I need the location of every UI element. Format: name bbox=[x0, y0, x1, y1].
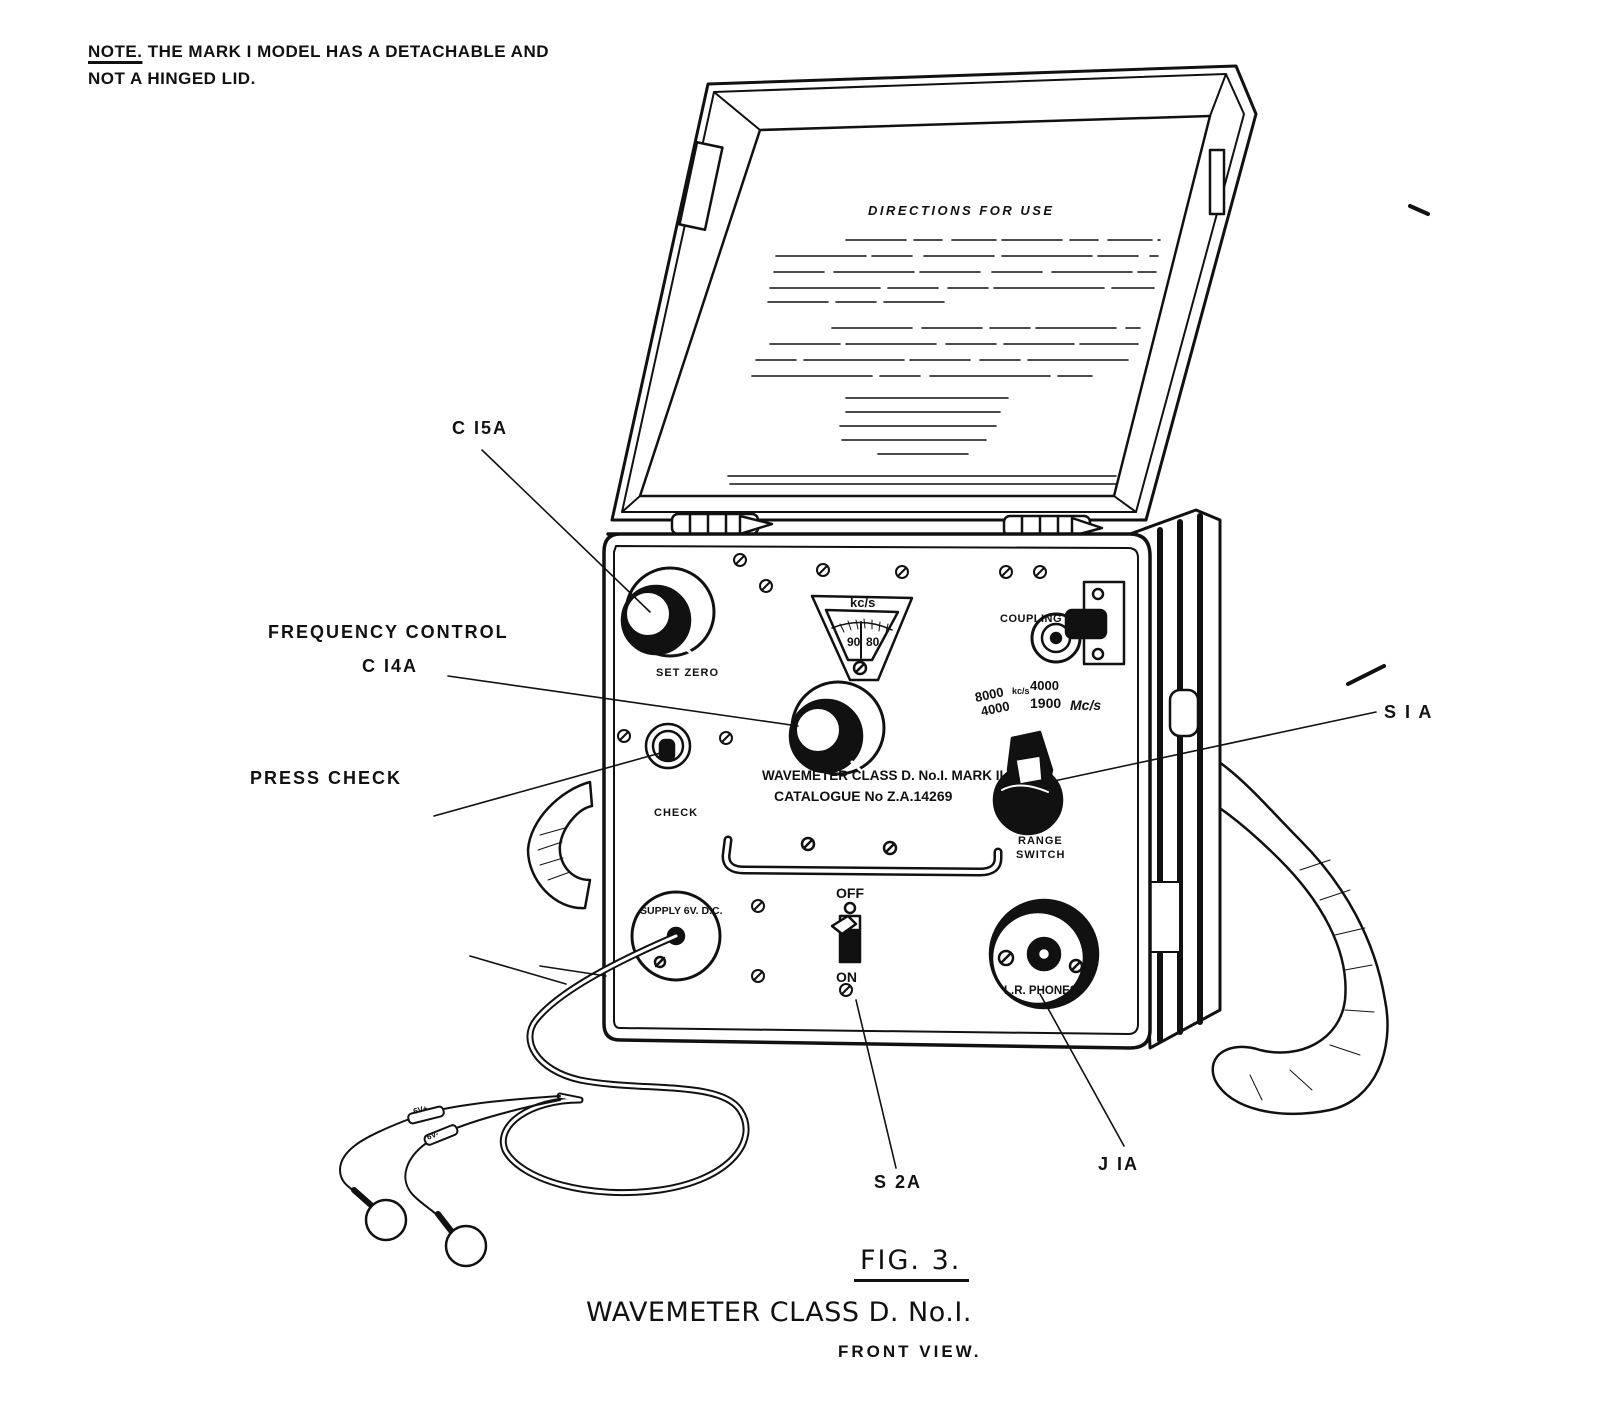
strap-right-hatching bbox=[1249, 859, 1375, 1101]
range-b-low: 1900 bbox=[1030, 695, 1061, 711]
hinge-right bbox=[1002, 514, 1104, 538]
figure-subtitle: FRONT VIEW. bbox=[838, 1342, 982, 1361]
dial-window bbox=[824, 608, 900, 662]
dial-scale-80: 80 bbox=[866, 635, 880, 649]
range-b-unit: Mc/s bbox=[1070, 697, 1101, 713]
range-b-high: 4000 bbox=[1030, 678, 1059, 693]
strap-left-hatching bbox=[537, 827, 571, 881]
spade-terminal-negative bbox=[435, 1211, 488, 1268]
on-label: ON bbox=[836, 969, 857, 985]
frequency-control-knob[interactable] bbox=[788, 680, 886, 776]
coupling-socket[interactable] bbox=[1030, 608, 1108, 664]
phones-label: L.R. PHONES bbox=[1004, 985, 1078, 997]
lid-catch bbox=[678, 140, 724, 232]
on-off-switch[interactable] bbox=[830, 901, 862, 964]
dial-unit-label: kc/s bbox=[850, 595, 875, 610]
instrument-name-line-2: CATALOGUE No Z.A.14269 bbox=[774, 788, 953, 804]
panel-screws bbox=[617, 553, 1047, 997]
callout-press-check: PRESS CHECK bbox=[250, 768, 403, 788]
callout-s1a: S I A bbox=[1384, 702, 1434, 722]
callout-c14a: C I4A bbox=[362, 656, 419, 676]
specks bbox=[1346, 204, 1430, 686]
off-label: OFF bbox=[836, 885, 864, 901]
figure-number: FIG. 3. bbox=[853, 1245, 970, 1282]
plug-positive-label: 6V+ bbox=[412, 1104, 429, 1116]
figure-title: WAVEMETER CLASS D. No.I. bbox=[586, 1297, 972, 1328]
cable-leads bbox=[339, 1095, 561, 1223]
front-panel bbox=[613, 545, 1139, 1035]
range-a-high: 8000 bbox=[974, 684, 1005, 705]
side-ring bbox=[1168, 688, 1200, 738]
dial-scale-90: 90 bbox=[847, 635, 861, 649]
directions-text-lines bbox=[727, 239, 1161, 485]
set-zero-knob[interactable] bbox=[620, 566, 716, 658]
check-label: CHECK bbox=[654, 807, 698, 819]
set-zero-label: SET ZERO bbox=[656, 667, 719, 679]
note-prefix: NOTE. bbox=[88, 42, 143, 61]
lid-outer bbox=[610, 64, 1258, 522]
phones-jack[interactable] bbox=[988, 898, 1100, 1010]
leader-lines bbox=[433, 449, 1377, 1169]
press-check-button[interactable] bbox=[644, 722, 692, 770]
spade-terminal-positive bbox=[351, 1187, 408, 1242]
strap-left bbox=[526, 780, 594, 910]
callout-c15a: C I5A bbox=[452, 418, 509, 438]
callout-s2a: S 2A bbox=[874, 1172, 923, 1192]
ground-line bbox=[539, 965, 607, 977]
lid-rim bbox=[621, 73, 1245, 513]
range-a-unit: kc/s bbox=[1012, 686, 1030, 696]
lid-side-catch bbox=[1208, 148, 1226, 216]
plug-negative-label: 6V- bbox=[425, 1129, 440, 1142]
dial-scale-ticks bbox=[839, 618, 889, 634]
side-clip bbox=[1149, 881, 1181, 953]
callout-frequency-control: FREQUENCY CONTROL bbox=[268, 622, 509, 642]
coupling-label: COUPLING bbox=[1000, 613, 1062, 625]
directions-title: DIRECTIONS FOR USE bbox=[868, 203, 1055, 218]
hinge-left bbox=[670, 512, 774, 536]
instrument-name-line-1: WAVEMETER CLASS D. No.I. MARK II bbox=[762, 768, 1003, 783]
range-switch-label-1: RANGE bbox=[1018, 835, 1063, 847]
note-text: NOTE. THE MARK I MODEL HAS A DETACHABLE … bbox=[88, 38, 549, 92]
range-a-low: 4000 bbox=[980, 698, 1011, 719]
note-line-1: THE MARK I MODEL HAS A DETACHABLE AND bbox=[147, 42, 549, 61]
callout-j1a: J IA bbox=[1098, 1154, 1140, 1174]
supply-label: SUPPLY 6V. D.C. bbox=[640, 905, 723, 917]
note-line-2: NOT A HINGED LID. bbox=[88, 69, 256, 88]
range-switch-label-2: SWITCH bbox=[1016, 849, 1065, 861]
